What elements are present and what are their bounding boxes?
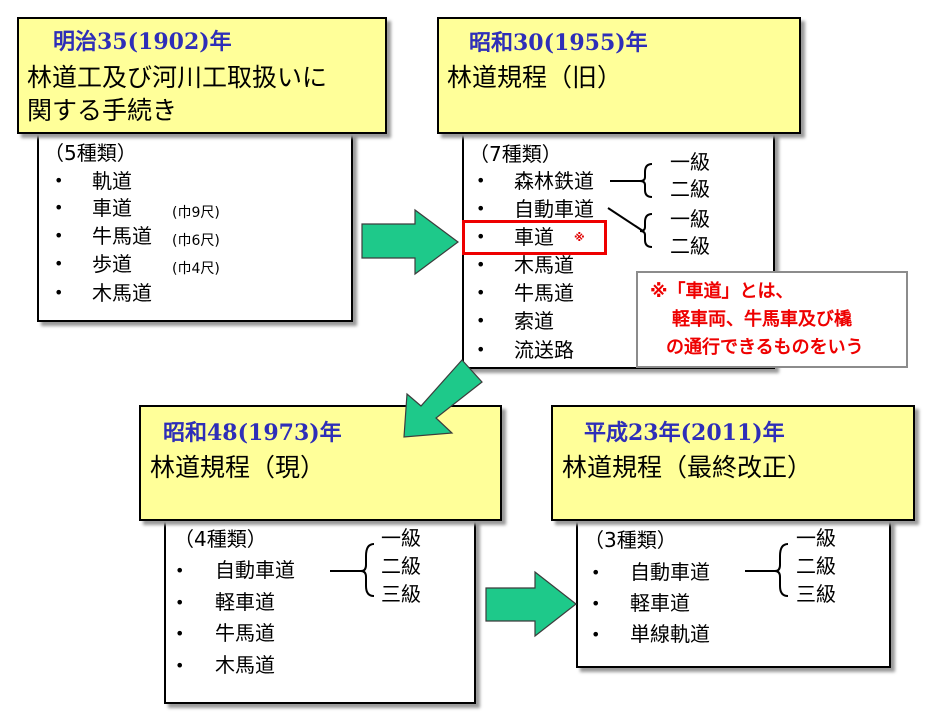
box1-item: 車道	[92, 196, 132, 220]
box3-bullet: •	[175, 656, 185, 675]
box3-item: 牛馬道	[215, 621, 275, 645]
box4-item: 軽車道	[630, 591, 690, 615]
box2-bullet: •	[476, 199, 486, 218]
box3-bullet: •	[175, 561, 185, 580]
box3-grade: 二級	[381, 554, 421, 578]
box3-item: 軽車道	[215, 590, 275, 614]
brace-icon	[774, 543, 789, 597]
box2-note-mark: ※	[574, 231, 585, 244]
box2-title: 林道規程（旧）	[447, 63, 623, 92]
box3-bullet: •	[175, 593, 185, 612]
box2-grade: 二級	[670, 234, 710, 258]
box1-title-line2: 関する手続き	[27, 96, 178, 125]
box4-count: （3種類）	[584, 528, 677, 552]
box1-era: 明治35(1902)年	[53, 29, 232, 55]
note-line: の通行できるものをいう	[666, 337, 864, 358]
box2-bullet: •	[476, 340, 486, 359]
box1-bullet: •	[54, 254, 64, 273]
box4-grade: 三級	[796, 582, 836, 606]
box1-width-note: (巾9尺)	[172, 205, 220, 221]
box2-header-panel	[437, 17, 801, 134]
box3-bullet: •	[175, 624, 185, 643]
box2-bullet: •	[476, 255, 486, 274]
box2-item: 流送路	[514, 338, 574, 362]
box1-title-line1: 林道工及び河川工取扱いに	[27, 63, 328, 92]
box4-grade: 二級	[796, 554, 836, 578]
box1-bullet: •	[54, 283, 64, 302]
box1-item: 歩道	[92, 252, 132, 276]
box3-era: 昭和48(1973)年	[163, 420, 342, 446]
box4-bullet: •	[591, 625, 601, 644]
box3-item: 木馬道	[215, 653, 275, 677]
box2-grade: 二級	[670, 177, 710, 201]
highlight-box	[462, 220, 607, 255]
box3-title: 林道規程（現）	[150, 453, 326, 482]
box4-item: 単線軌道	[630, 622, 710, 646]
box1-item: 牛馬道	[92, 224, 152, 248]
note-line: ※「車道」とは、	[650, 281, 794, 302]
brace-icon	[639, 163, 653, 198]
arrow-right-icon	[485, 570, 577, 638]
box1-list-panel	[37, 130, 353, 322]
box2-count: （7種類）	[469, 142, 562, 166]
box1-bullet: •	[54, 198, 64, 217]
box3-count: （4種類）	[174, 527, 267, 551]
brace-icon	[360, 543, 375, 597]
box2-item: 森林鉄道	[514, 169, 594, 193]
box1-bullet: •	[54, 226, 64, 245]
box3-item: 自動車道	[215, 558, 295, 582]
box2-item: 索道	[514, 309, 554, 333]
box2-bullet: •	[476, 171, 486, 190]
box2-grade: 一級	[670, 150, 710, 174]
box2-item: 自動車道	[514, 197, 594, 221]
box2-era: 昭和30(1955)年	[469, 30, 648, 56]
box2-item: 牛馬道	[514, 281, 574, 305]
note-box: ※「車道」とは、 軽車両、牛馬車及び橇 の通行できるものをいう	[636, 271, 908, 368]
note-line: 軽車両、牛馬車及び橇	[672, 309, 852, 330]
box4-grade: 一級	[796, 526, 836, 550]
box2-item: 木馬道	[514, 253, 574, 277]
box1-width-note: (巾4尺)	[172, 261, 220, 277]
box2-bullet: •	[476, 283, 486, 302]
box2-bullet: •	[476, 311, 486, 330]
arrow-right-icon	[361, 208, 460, 276]
box4-list-panel	[576, 517, 891, 668]
connector-line	[607, 207, 644, 232]
box4-item: 自動車道	[630, 560, 710, 584]
box2-item: 車道	[514, 225, 554, 249]
box3-grade: 一級	[381, 526, 421, 550]
box4-header-panel	[551, 405, 915, 521]
box3-list-panel	[164, 516, 476, 704]
box4-title: 林道規程（最終改正）	[562, 453, 813, 482]
box4-era: 平成23年(2011)年	[584, 420, 785, 446]
box1-item: 軌道	[92, 169, 132, 193]
box1-bullet: •	[54, 171, 64, 190]
box1-count: （5種類）	[44, 141, 137, 165]
box4-bullet: •	[591, 563, 601, 582]
box4-bullet: •	[591, 594, 601, 613]
brace-icon	[639, 213, 653, 248]
box1-width-note: (巾6尺)	[172, 233, 220, 249]
box3-grade: 三級	[381, 582, 421, 606]
box2-bullet: •	[476, 227, 486, 246]
box1-header-panel	[17, 17, 387, 134]
arrow-diagonal-icon	[403, 359, 483, 438]
box1-item: 木馬道	[92, 281, 152, 305]
box2-grade: 一級	[670, 207, 710, 231]
